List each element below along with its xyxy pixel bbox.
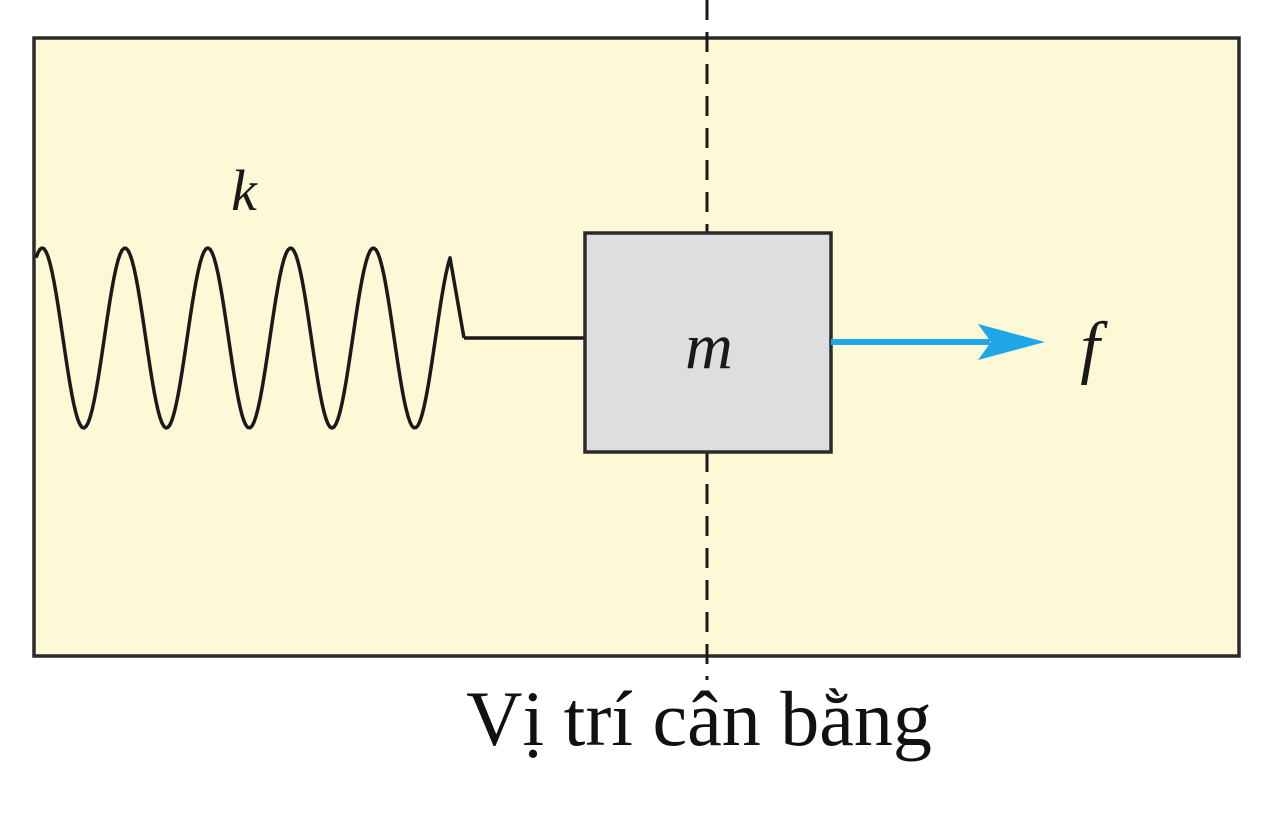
spring-constant-label: k (231, 158, 258, 223)
spring-icon (34, 246, 466, 430)
mass-label: m (685, 310, 733, 383)
equilibrium-label: Vị trí cân bằng (466, 675, 932, 762)
arrow-right-icon (978, 324, 1045, 360)
